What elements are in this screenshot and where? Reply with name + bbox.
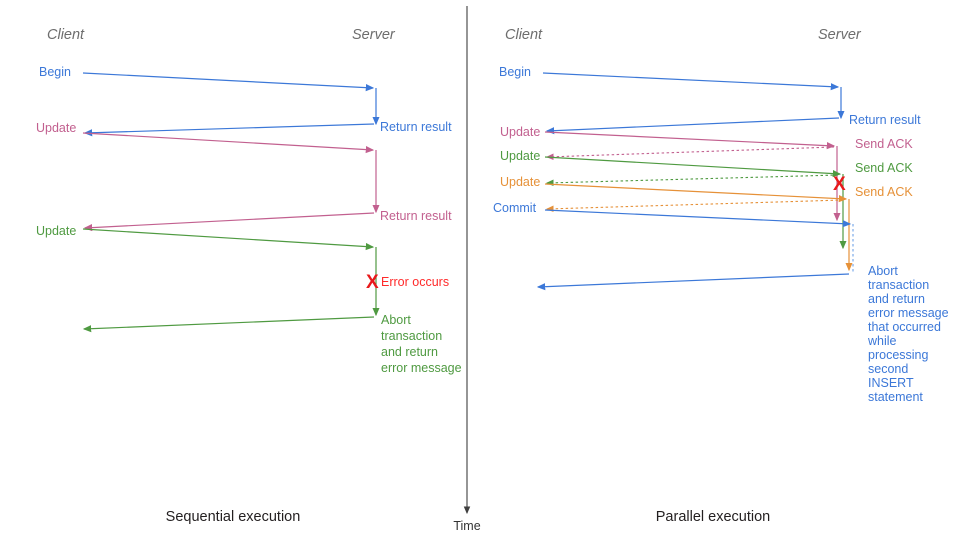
right-abort-line-1: transaction [868,278,929,292]
left-abort-note: Abort transaction and return error messa… [381,313,462,375]
right-client-lane-title: Client [505,27,543,43]
left-label-update-1: Update [36,121,76,135]
right-abort-line-6: processing [868,348,928,362]
right-abort-note: Abort transaction and return error messa… [867,264,949,404]
right-abort-line-7: second [868,362,908,376]
left-arrow-return-1 [83,123,375,137]
right-arrow-ack-pink [545,146,835,161]
left-label-return-result-2: Return result [380,209,452,223]
right-abort-line-0: Abort [868,264,898,278]
left-arrow-return-2 [83,212,375,232]
right-label-return-result: Return result [849,113,921,127]
right-label-update-1: Update [500,125,540,139]
left-label-update-2: Update [36,224,76,238]
right-server-lane-title: Server [818,27,862,43]
right-arrow-begin [542,72,840,91]
left-arrow-begin [82,72,375,92]
left-error-x-icon: X [366,272,379,293]
left-panel: Client Server Begin Return result Update… [36,27,462,525]
right-arrow-return-result [545,117,840,135]
right-arrow-update-green [544,156,842,178]
right-abort-line-9: statement [868,390,923,404]
left-arrow-update-2 [82,228,375,251]
right-abort-line-5: while [867,334,897,348]
right-arrow-ack-green [545,174,839,187]
right-arrow-update-pink [544,131,836,150]
right-label-send-ack-3: Send ACK [855,185,913,199]
left-abort-line-3: error message [381,361,462,375]
right-arrow-abort [536,273,850,291]
left-error-label: Error occurs [381,275,449,289]
right-arrow-update-orange [544,183,848,203]
left-arrow-update-1 [82,132,375,154]
right-panel-caption: Parallel execution [656,509,770,525]
right-abort-line-8: INSERT [868,376,914,390]
left-abort-line-1: transaction [381,329,442,343]
left-client-lane-title: Client [47,27,85,43]
right-panel: Client Server Begin Return result Update… [493,27,949,525]
time-axis-label: Time [453,519,480,533]
right-label-commit: Commit [493,201,537,215]
left-label-begin: Begin [39,65,71,79]
right-label-begin: Begin [499,65,531,79]
right-label-send-ack-2: Send ACK [855,161,913,175]
right-label-send-ack-1: Send ACK [855,137,913,151]
right-arrow-commit [544,209,852,228]
right-abort-line-2: and return [868,292,925,306]
left-abort-line-0: Abort [381,313,411,327]
right-arrow-ack-orange [545,199,844,213]
left-arrow-abort [82,316,375,333]
left-panel-caption: Sequential execution [166,509,301,525]
left-server-lane-title: Server [352,27,396,43]
left-label-return-result-1: Return result [380,120,452,134]
right-error-x-icon: X [833,174,846,195]
right-label-update-3: Update [500,175,540,189]
right-abort-line-3: error message [868,306,949,320]
right-abort-line-4: that occurred [868,320,941,334]
left-abort-line-2: and return [381,345,438,359]
right-label-update-2: Update [500,149,540,163]
